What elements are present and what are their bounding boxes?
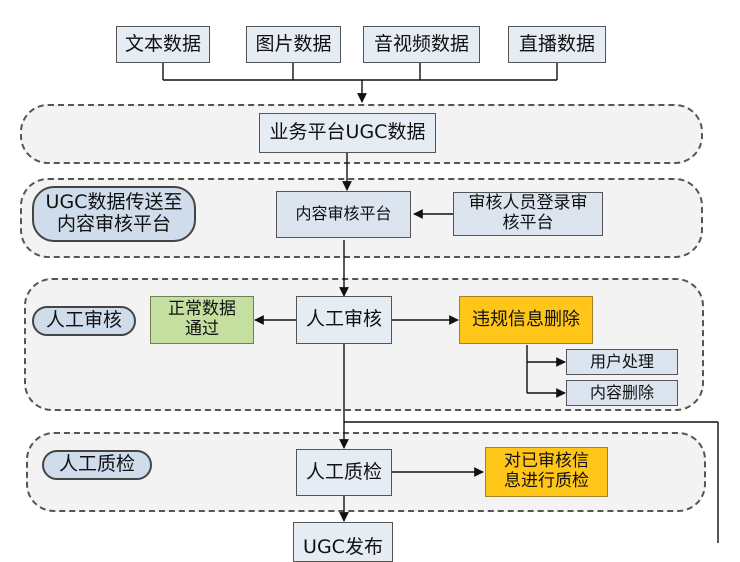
user-handle-node: 用户处理 (566, 349, 678, 375)
manual-review-node: 人工审核 (296, 296, 392, 344)
quality-check-node: 人工质检 (296, 449, 392, 496)
lane-label-manual-review: 人工审核 (32, 306, 136, 336)
review-platform-node: 内容审核平台 (276, 191, 411, 238)
recheck-node: 对已审核信 息进行质检 (485, 447, 608, 497)
source-text-data: 文本数据 (116, 26, 210, 63)
source-live-data: 直播数据 (508, 26, 606, 63)
lane-label-quality-check: 人工质检 (42, 450, 152, 480)
content-delete-node: 内容删除 (566, 380, 678, 406)
source-av-data: 音视频数据 (363, 26, 480, 63)
business-platform-node: 业务平台UGC数据 (259, 113, 436, 153)
violation-delete-node: 违规信息删除 (459, 296, 593, 344)
ugc-publish-node: UGC发布 (293, 522, 393, 562)
reviewer-login-node: 审核人员登录审 核平台 (453, 192, 603, 236)
normal-pass-node: 正常数据 通过 (150, 296, 254, 344)
connector-lines (162, 62, 719, 543)
source-image-data: 图片数据 (246, 26, 341, 63)
lane-label-transfer: UGC数据传送至 内容审核平台 (32, 186, 196, 242)
